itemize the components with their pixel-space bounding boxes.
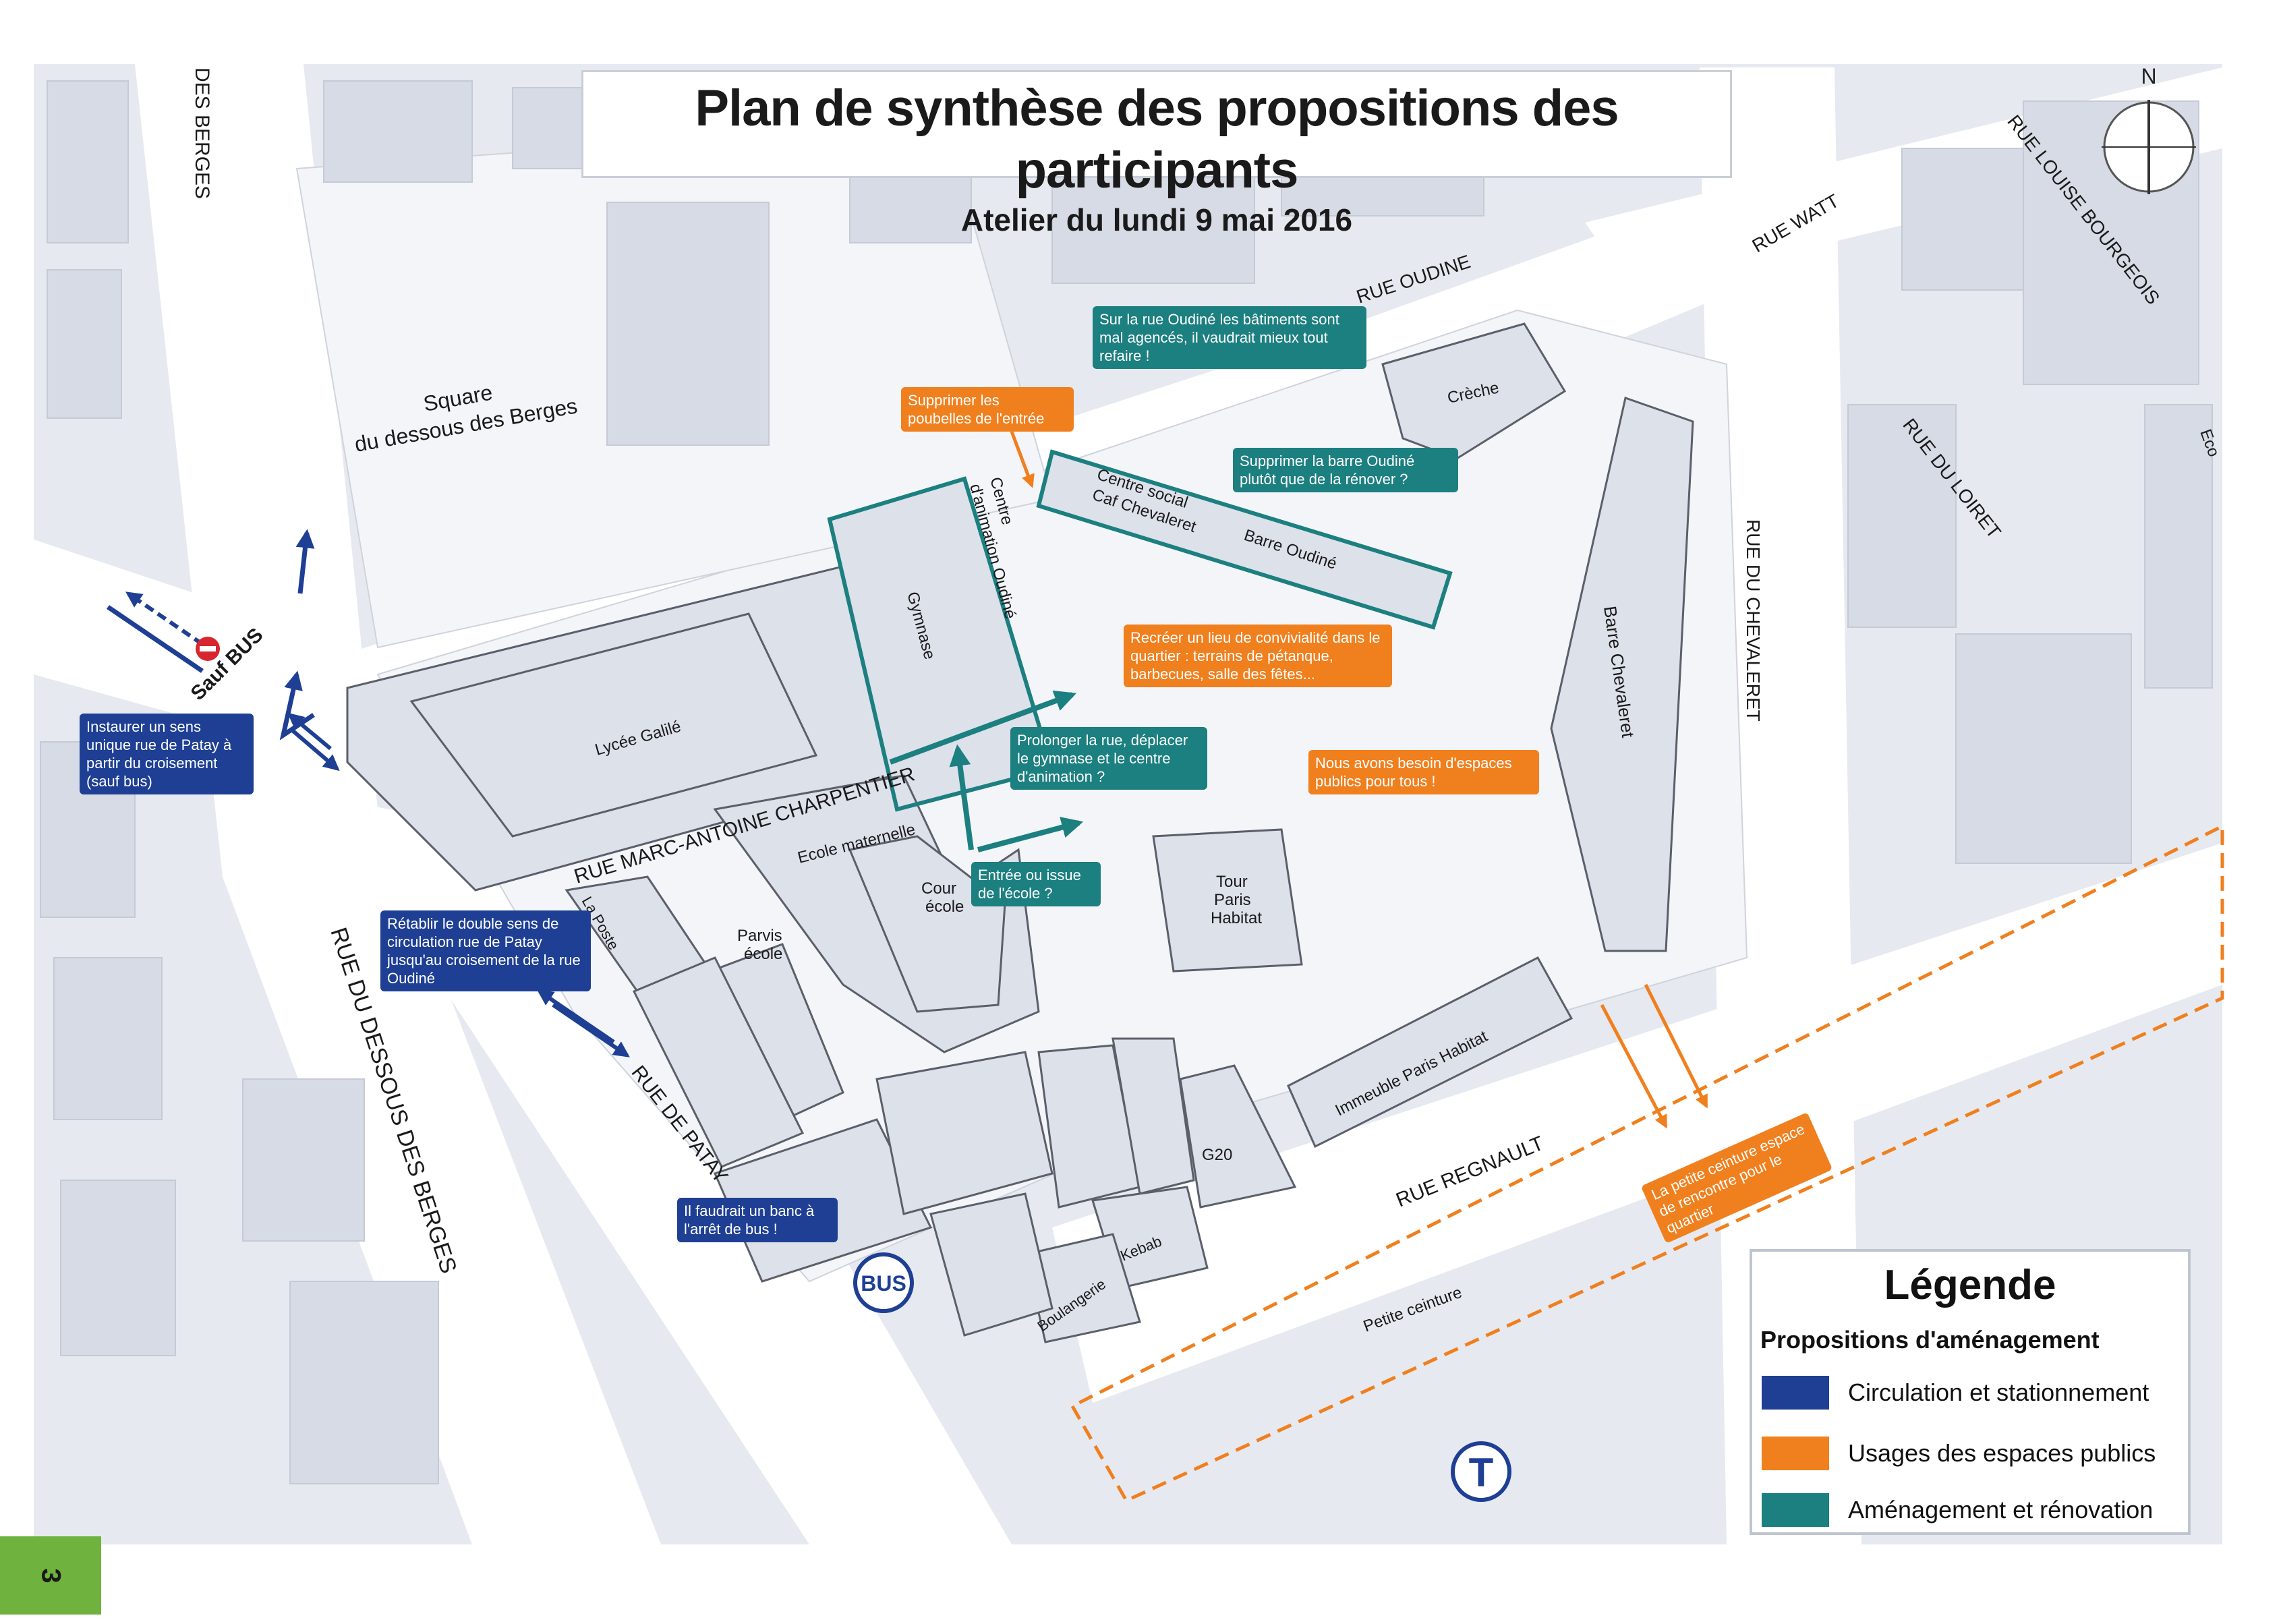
bus-stop-icon (853, 1252, 914, 1313)
note-instaurer: Instaurer un sens unique rue de Patay à … (80, 714, 254, 794)
commerce-block-1 (875, 1051, 1053, 1215)
compass: N (2102, 64, 2196, 194)
blue-arrow-up-1 (295, 529, 315, 594)
blue-arrow-sens-1 (289, 726, 340, 772)
legend-title: Légende (1884, 1262, 2056, 1308)
blue-arrow-patay-2 (537, 989, 615, 1044)
creche-building (1381, 322, 1567, 460)
blue-arrow-patay-1 (552, 1003, 630, 1057)
note-entree: Entrée ou issue de l'école ? (971, 862, 1101, 906)
commerce-block-3 (1111, 1037, 1195, 1195)
patay-row-1 (632, 956, 805, 1168)
bus-stop-label: BUS (861, 1271, 906, 1296)
legend-label-usages: Usages des espaces publics (1848, 1439, 2156, 1467)
note-recreer: Recréer un lieu de convivialité dans le … (1124, 625, 1392, 687)
tram-stop-icon (1451, 1441, 1511, 1502)
page-title: Plan de synthèse des propositions des pa… (695, 80, 1619, 199)
label-tour-3: Habitat (1211, 909, 1262, 927)
label-cour-2: école (925, 898, 964, 916)
note-supprimer-barre: Supprimer la barre Oudiné plutôt que de … (1233, 448, 1458, 492)
page-number: 3 (36, 1567, 66, 1584)
legend-label-amenagement: Aménagement et rénovation (1848, 1496, 2154, 1524)
g20-building (1179, 1064, 1297, 1209)
legend: Légende Propositions d'aménagement Circu… (1750, 1249, 2191, 1535)
teal-arrow-ecole (977, 817, 1084, 852)
note-banc: Il faudrait un banc à l'arrêt de bus ! (677, 1198, 838, 1242)
label-g20: G20 (1202, 1146, 1232, 1164)
compass-north-label: N (2141, 64, 2156, 88)
teal-arrow-up (949, 744, 974, 850)
orange-arrow-poubelles (1010, 431, 1035, 488)
label-cour-1: Cour (921, 879, 956, 898)
petite-ceinture-outline (1070, 823, 2224, 1503)
note-espaces: Nous avons besoin d'espaces publics pour… (1308, 750, 1539, 794)
label-parvis-1: Parvis (737, 927, 782, 945)
no-entry-bar (200, 646, 216, 651)
note-supprimer-poubelles: Supprimer les poubelles de l'entrée (901, 387, 1074, 432)
cour-ecole-area (848, 835, 1006, 1013)
teal-arrow-prolonger (889, 690, 1077, 765)
legend-label-circulation: Circulation et stationnement (1848, 1379, 2149, 1406)
tram-stop-label: T (1469, 1450, 1494, 1495)
orange-arrow-ceinture-1 (1600, 1004, 1668, 1129)
immeuble-building (1287, 956, 1573, 1149)
centre-social-outline (1036, 449, 1453, 630)
barre-chevaleret-building (1550, 397, 1694, 952)
label-parvis-2: école (744, 945, 782, 963)
label-tour-1: Tour (1216, 873, 1248, 891)
legend-swatch-amenagement (1762, 1493, 1829, 1527)
commerce-block-4 (929, 1192, 1053, 1337)
street-chevaleret: RUE DU CHEVALERET (1743, 519, 1764, 722)
blue-arrow-dashed (125, 591, 204, 646)
legend-swatch-circulation (1762, 1376, 1829, 1410)
note-oudine-batiments: Sur la rue Oudiné les bâtiments sont mal… (1093, 306, 1366, 369)
legend-subtitle: Propositions d'aménagement (1760, 1326, 2100, 1354)
legend-swatch-usages (1762, 1437, 1829, 1470)
page-number-badge: 3 (0, 1536, 101, 1615)
page-subtitle: Atelier du lundi 9 mai 2016 (960, 202, 1353, 237)
title-box: Plan de synthèse des propositions des pa… (581, 70, 1732, 237)
orange-arrow-ceinture-2 (1644, 983, 1708, 1109)
lycee-inner (409, 612, 818, 838)
label-tour-2: Paris (1214, 891, 1251, 909)
blue-arrow-solid (107, 605, 204, 673)
note-retablir: Rétablir le double sens de circulation r… (380, 910, 591, 991)
tour-building (1152, 828, 1303, 973)
street-des-berges: DES BERGES (191, 67, 213, 199)
note-prolonger: Prolonger la rue, déplacer le gymnase et… (1010, 727, 1207, 790)
blue-arrow-sens-2 (287, 712, 332, 751)
